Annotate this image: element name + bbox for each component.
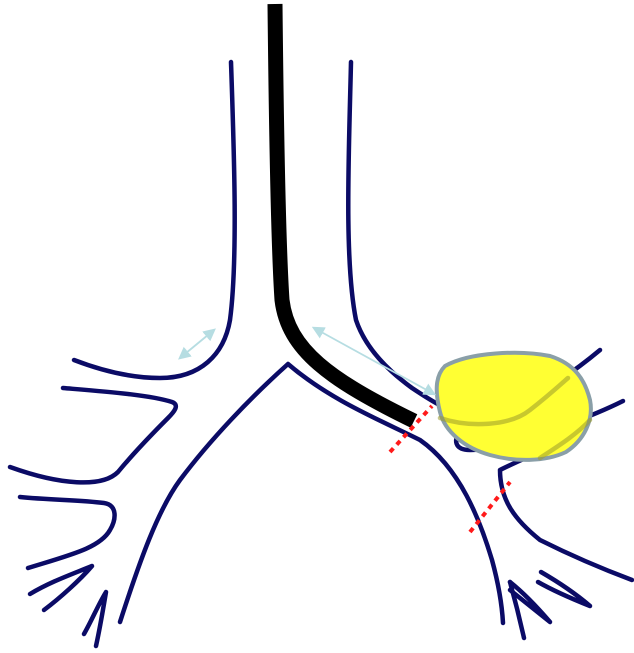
right-lower-wall [500, 442, 632, 580]
right-branch-5 [538, 572, 590, 606]
bronchoscope-catheter [275, 4, 414, 421]
left-branch-1 [10, 388, 176, 482]
distance-arrow-right [314, 328, 434, 394]
cut-marker-lower [470, 482, 510, 532]
left-branch-2 [20, 497, 115, 568]
peripheral-lesion [437, 353, 591, 460]
trachea-left-wall [74, 62, 235, 378]
distance-arrow-left [180, 330, 214, 358]
trachea-right-wall [348, 62, 460, 413]
left-branch-4 [84, 592, 106, 646]
left-branch-3 [30, 566, 92, 610]
